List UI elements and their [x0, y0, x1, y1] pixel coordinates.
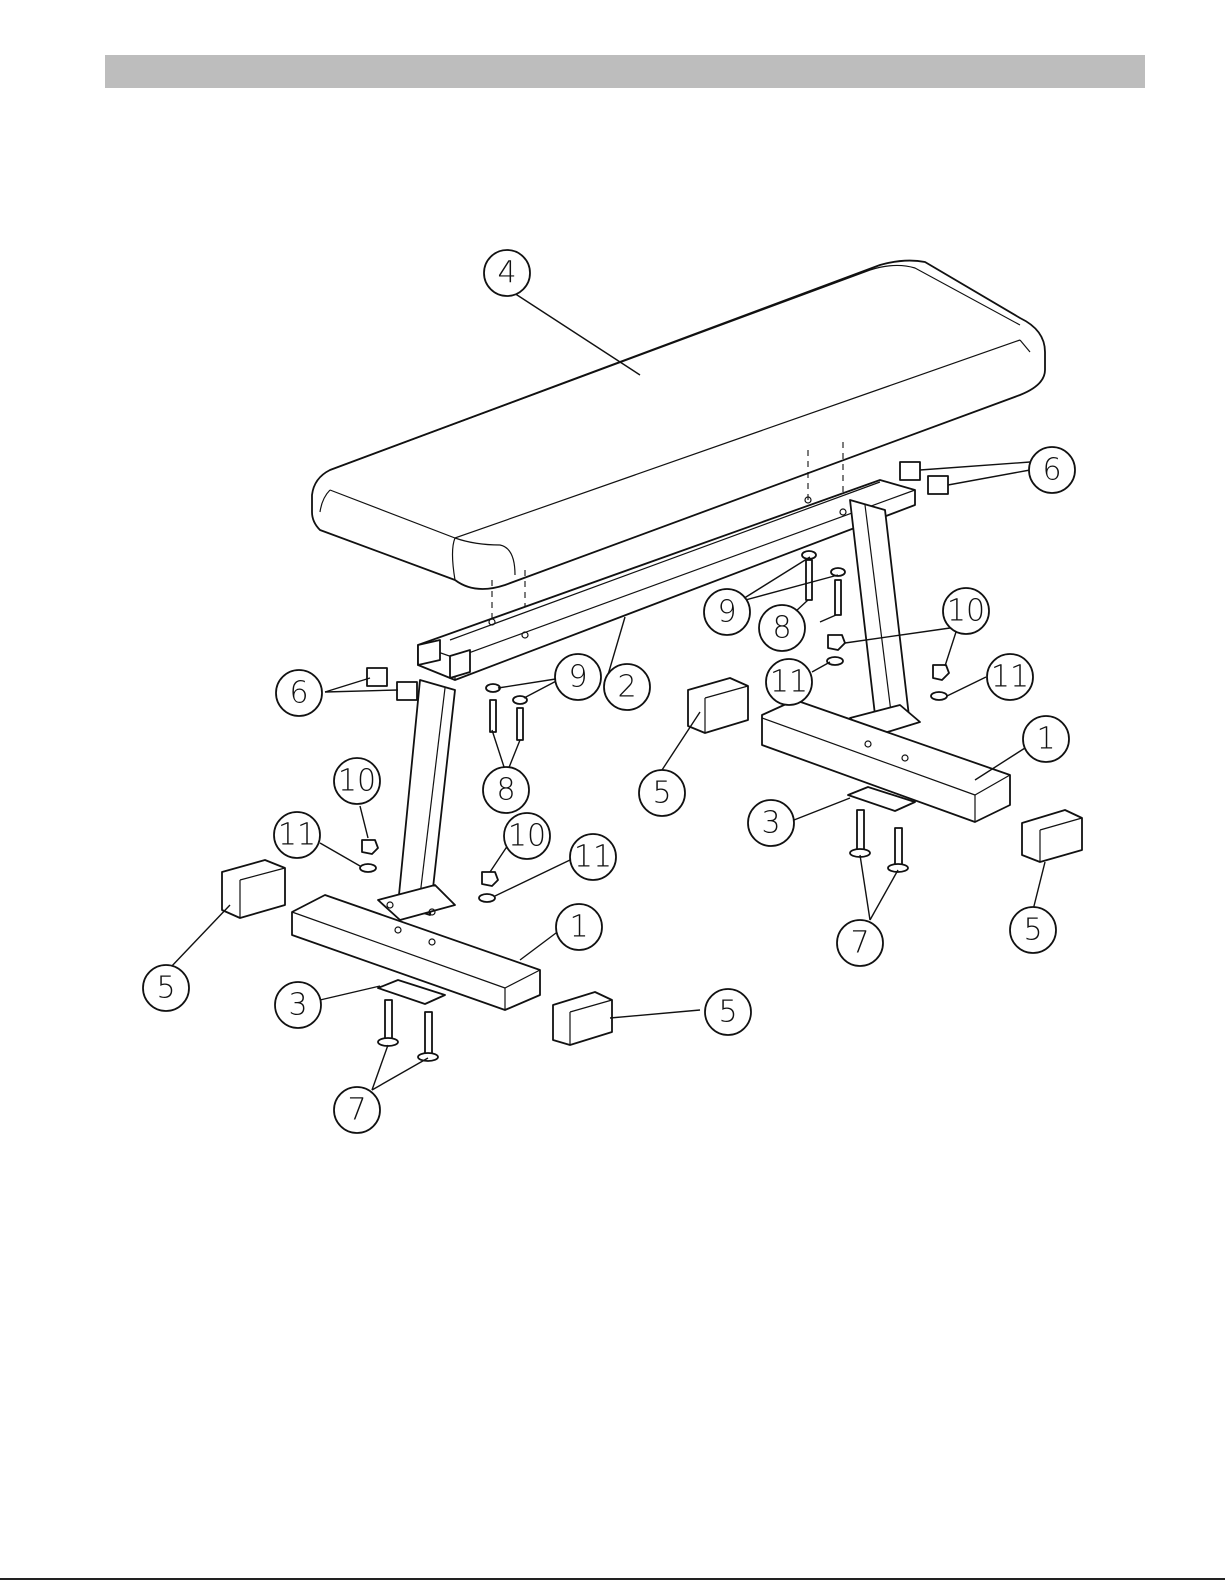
svg-text:1: 1 — [1036, 722, 1055, 757]
callout-11: 11 — [987, 654, 1033, 700]
svg-text:3: 3 — [288, 988, 307, 1023]
svg-text:8: 8 — [496, 773, 515, 808]
callout-5: 5 — [639, 770, 685, 816]
svg-text:7: 7 — [347, 1093, 366, 1128]
svg-text:11: 11 — [770, 665, 808, 700]
callout-4: 4 — [484, 250, 530, 296]
callout-6: 6 — [276, 670, 322, 716]
callout-11: 11 — [766, 659, 812, 705]
svg-text:5: 5 — [156, 971, 175, 1006]
svg-text:11: 11 — [574, 840, 612, 875]
callout-1: 1 — [556, 904, 602, 950]
callout-7: 7 — [334, 1087, 380, 1133]
svg-text:10: 10 — [338, 764, 376, 799]
svg-text:5: 5 — [652, 776, 671, 811]
callout-6: 6 — [1029, 447, 1075, 493]
svg-text:11: 11 — [278, 818, 316, 853]
callout-8: 8 — [759, 605, 805, 651]
bottom-rule — [0, 1578, 1225, 1580]
seat-pad — [312, 261, 1045, 589]
callout-3: 3 — [275, 982, 321, 1028]
callout-7: 7 — [837, 920, 883, 966]
svg-text:10: 10 — [508, 819, 546, 854]
svg-text:4: 4 — [497, 256, 516, 291]
svg-text:8: 8 — [772, 611, 791, 646]
svg-text:10: 10 — [947, 594, 985, 629]
callout-1: 1 — [1023, 716, 1069, 762]
callout-5: 5 — [1010, 907, 1056, 953]
svg-text:1: 1 — [569, 910, 588, 945]
callout-5: 5 — [705, 989, 751, 1035]
svg-text:3: 3 — [761, 806, 780, 841]
callout-11: 11 — [274, 812, 320, 858]
svg-text:9: 9 — [717, 595, 736, 630]
callout-10: 10 — [504, 813, 550, 859]
callout-3: 3 — [748, 800, 794, 846]
svg-text:6: 6 — [289, 676, 308, 711]
callout-9: 9 — [555, 654, 601, 700]
right-upright — [850, 500, 920, 738]
svg-text:2: 2 — [617, 670, 636, 705]
callout-11: 11 — [570, 834, 616, 880]
svg-text:11: 11 — [991, 660, 1029, 695]
svg-text:5: 5 — [718, 995, 737, 1030]
callout-5: 5 — [143, 965, 189, 1011]
svg-text:9: 9 — [568, 660, 587, 695]
callout-10: 10 — [943, 588, 989, 634]
callout-9: 9 — [704, 589, 750, 635]
svg-text:6: 6 — [1042, 453, 1061, 488]
left-upright — [378, 680, 455, 920]
callout-2: 2 — [604, 664, 650, 710]
callout-10: 10 — [334, 758, 380, 804]
svg-text:5: 5 — [1023, 913, 1042, 948]
callout-8: 8 — [483, 767, 529, 813]
svg-text:7: 7 — [850, 926, 869, 961]
